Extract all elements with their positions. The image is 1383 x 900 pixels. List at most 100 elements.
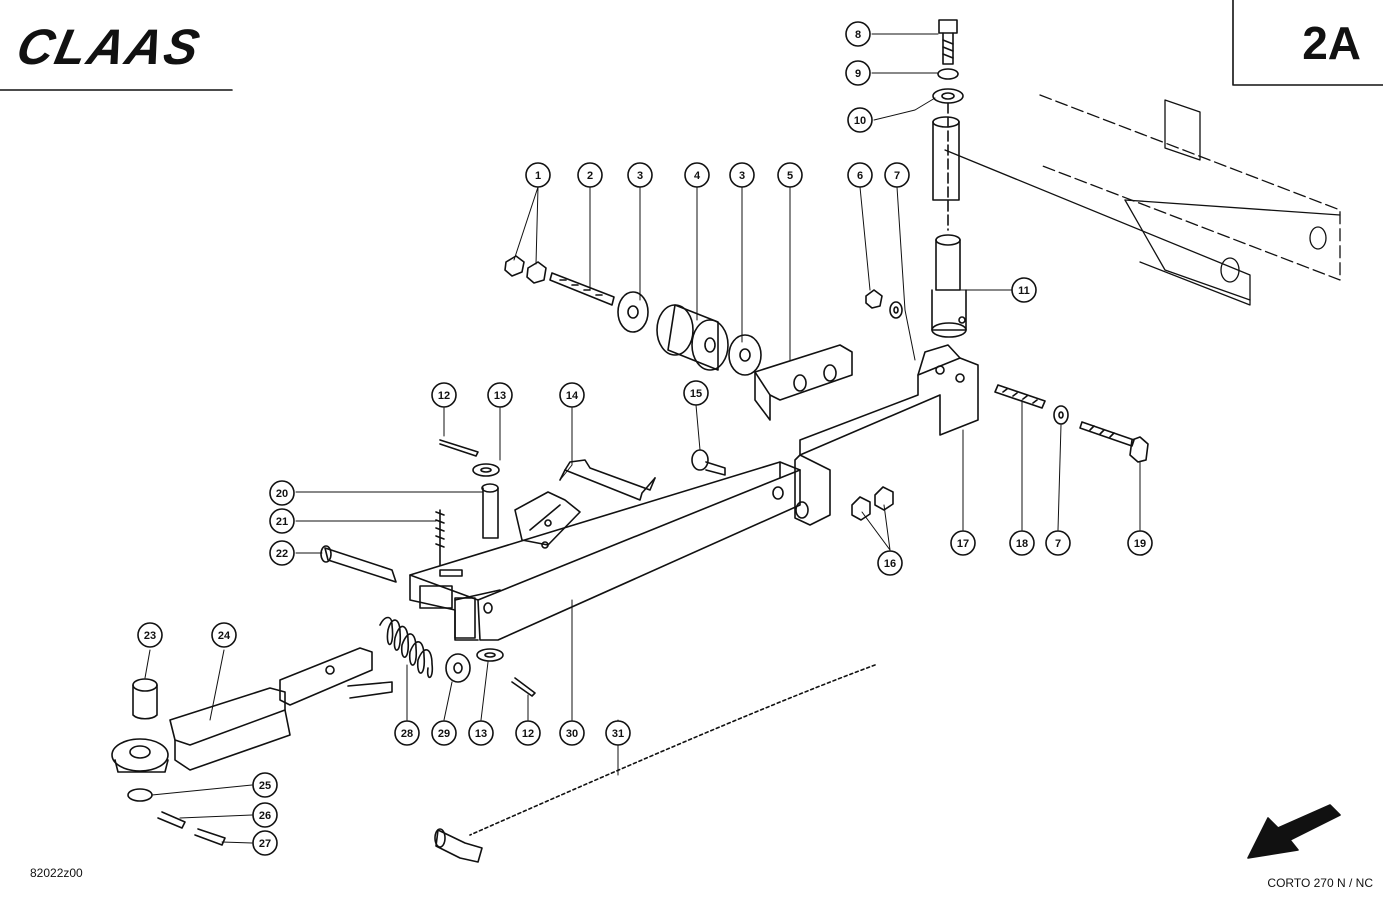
callout-number: 21 <box>276 516 288 528</box>
direction-arrow-icon <box>1247 804 1341 859</box>
callout-number: 31 <box>612 728 624 740</box>
callout-circle <box>515 720 541 746</box>
callout-circle <box>211 622 237 648</box>
callout-circle <box>729 162 755 188</box>
callout-circle <box>559 720 585 746</box>
callout-number: 24 <box>218 630 231 642</box>
callout-circle <box>605 720 631 746</box>
callout-circle <box>884 162 910 188</box>
pin-part-11 <box>931 234 967 338</box>
callout-number: 19 <box>1134 538 1146 550</box>
callout-22: 20 <box>269 480 295 506</box>
machine-frame-part <box>944 94 1341 306</box>
frame-lines <box>0 0 1383 91</box>
callout-circle <box>777 162 803 188</box>
callout-circle <box>137 622 163 648</box>
callout-15: 14 <box>559 382 585 408</box>
callout-24: 22 <box>269 540 295 566</box>
callout-20: 7 <box>1045 530 1071 556</box>
callout-number: 7 <box>894 170 900 182</box>
callout-number: 17 <box>957 538 969 550</box>
callout-number: 5 <box>787 170 793 182</box>
callout-8: 7 <box>884 162 910 188</box>
callout-circle <box>1127 530 1153 556</box>
callout-number: 4 <box>694 170 701 182</box>
callout-3: 3 <box>627 162 653 188</box>
callout-7: 6 <box>847 162 873 188</box>
callout-circle <box>1009 530 1035 556</box>
callout-circle <box>252 802 278 828</box>
callout-6: 5 <box>777 162 803 188</box>
callout-number: 14 <box>566 390 579 402</box>
callout-number: 28 <box>401 728 413 740</box>
support-bracket-17 <box>794 344 979 526</box>
callout-circle <box>269 480 295 506</box>
roller-assembly <box>504 255 853 421</box>
callout-number: 9 <box>855 68 861 80</box>
callout-number: 30 <box>566 728 578 740</box>
callout-35: 31 <box>605 720 631 746</box>
spring-28 <box>379 616 471 683</box>
page-id: 2A <box>1302 17 1361 69</box>
callout-circle <box>684 162 710 188</box>
callout-27: 25 <box>252 772 278 798</box>
callout-14: 13 <box>487 382 513 408</box>
callout-circle <box>845 60 871 86</box>
callout-number: 8 <box>855 29 861 41</box>
callout-circle <box>559 382 585 408</box>
callout-circle <box>877 550 903 576</box>
drawing-number: 82022z00 <box>30 866 83 880</box>
nut-washer-upper <box>865 289 903 319</box>
callout-21: 19 <box>1127 530 1153 556</box>
callout-circle <box>525 162 551 188</box>
callout-34: 30 <box>559 720 585 746</box>
callout-13: 12 <box>431 382 457 408</box>
callout-number: 26 <box>259 810 271 822</box>
grease-fitting-15 <box>691 449 726 476</box>
callout-17: 16 <box>877 550 903 576</box>
callout-number: 11 <box>1018 285 1030 297</box>
small-pins <box>320 439 536 697</box>
bolt-assembly-right <box>994 384 1149 463</box>
callout-12: 11 <box>1011 277 1037 303</box>
callout-25: 23 <box>137 622 163 648</box>
callout-number: 2 <box>587 170 593 182</box>
cable-31 <box>434 664 876 863</box>
callout-number: 12 <box>438 390 450 402</box>
callout-30: 28 <box>394 720 420 746</box>
callout-circle <box>252 772 278 798</box>
callout-number: 27 <box>259 838 271 850</box>
callout-9: 8 <box>845 21 871 47</box>
callout-number: 20 <box>276 488 288 500</box>
callout-26: 24 <box>211 622 237 648</box>
callout-number: 18 <box>1016 538 1028 550</box>
callout-circle <box>431 382 457 408</box>
callout-circle <box>269 508 295 534</box>
callout-1: 1 <box>525 162 551 188</box>
callout-number: 22 <box>276 548 288 560</box>
callout-number: 25 <box>259 780 271 792</box>
callout-number: 3 <box>739 170 745 182</box>
callout-number: 29 <box>438 728 450 740</box>
callout-18: 17 <box>950 530 976 556</box>
callout-2: 2 <box>577 162 603 188</box>
leader-lines <box>144 33 1141 844</box>
callout-number: 7 <box>1055 538 1061 550</box>
callout-number: 10 <box>854 115 866 127</box>
callout-circle <box>252 830 278 856</box>
callout-number: 13 <box>494 390 506 402</box>
callout-circle <box>487 382 513 408</box>
lever-14 <box>514 459 656 549</box>
callout-19: 18 <box>1009 530 1035 556</box>
callout-circle <box>431 720 457 746</box>
callout-number: 3 <box>637 170 643 182</box>
callout-circle <box>845 21 871 47</box>
callout-number: 13 <box>475 728 487 740</box>
callout-circle <box>1011 277 1037 303</box>
callout-4: 4 <box>684 162 710 188</box>
callout-number: 6 <box>857 170 863 182</box>
callout-circle <box>847 107 873 133</box>
